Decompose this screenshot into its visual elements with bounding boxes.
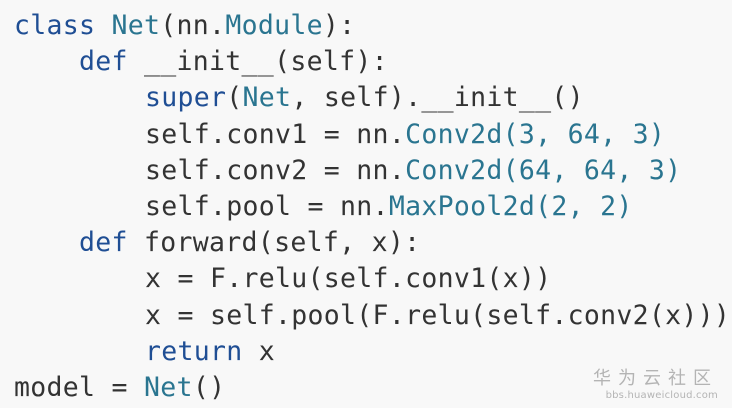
code-token: Conv2d	[405, 154, 503, 186]
code-token: def	[79, 227, 145, 259]
code-token: self.pool = nn.	[145, 190, 389, 222]
code-line: super(Net, self).__init__()	[0, 80, 732, 116]
code-token: (64, 64, 3)	[502, 154, 682, 186]
code-line: self.conv2 = nn.Conv2d(64, 64, 3)	[0, 153, 732, 189]
code-token: ):	[322, 10, 356, 41]
code-line: def forward(self, x):	[0, 225, 732, 261]
code-line: self.conv1 = nn.Conv2d(3, 64, 3)	[0, 117, 732, 153]
code-token: ()	[192, 371, 226, 403]
watermark-brand: 华为云社区	[593, 368, 718, 389]
code-token: , self).__init__()	[291, 82, 584, 114]
code-line: return x	[0, 334, 732, 370]
code-token: Conv2d	[405, 118, 503, 150]
code-token: MaxPool2d	[388, 190, 536, 222]
code-token: (3, 64, 3)	[502, 118, 666, 150]
code-token: x	[258, 335, 276, 367]
code-lines: class Net(nn.Module):def __init__(self):…	[0, 8, 732, 406]
code-token: x = self.pool(F.relu(self.conv2(x)))	[145, 299, 731, 331]
code-token: (2, 2)	[535, 190, 633, 222]
code-token: __init__(self):	[144, 46, 388, 78]
watermark-url: bbs.huaweicloud.com	[605, 390, 718, 401]
code-token: super	[145, 82, 227, 114]
code-line: model = Net()	[0, 370, 732, 406]
watermark: 华为云社区 bbs.huaweicloud.com	[593, 368, 718, 402]
code-line: def __init__(self):	[0, 44, 732, 80]
code-line: self.pool = nn.MaxPool2d(2, 2)	[0, 189, 732, 225]
code-token: self.conv1 = nn.	[145, 118, 406, 150]
code-token: x = F.relu(self.conv1(x))	[145, 263, 552, 295]
code-token: Net	[144, 371, 193, 403]
code-token: (nn.	[160, 10, 226, 41]
code-token: forward(self, x):	[144, 227, 421, 259]
code-line: x = self.pool(F.relu(self.conv2(x)))	[0, 298, 732, 334]
code-line: class Net(nn.Module):	[0, 8, 732, 44]
code-token: self.conv2 = nn.	[145, 154, 406, 186]
code-token: Net	[242, 82, 292, 114]
code-token: model =	[14, 371, 145, 403]
code-token: Net	[111, 10, 161, 41]
code-token: class	[14, 10, 112, 41]
code-line: x = F.relu(self.conv1(x))	[0, 261, 732, 297]
code-token: Module	[225, 10, 323, 41]
code-token: (	[226, 82, 243, 114]
code-token: def	[79, 46, 145, 78]
code-token: return	[145, 335, 259, 367]
